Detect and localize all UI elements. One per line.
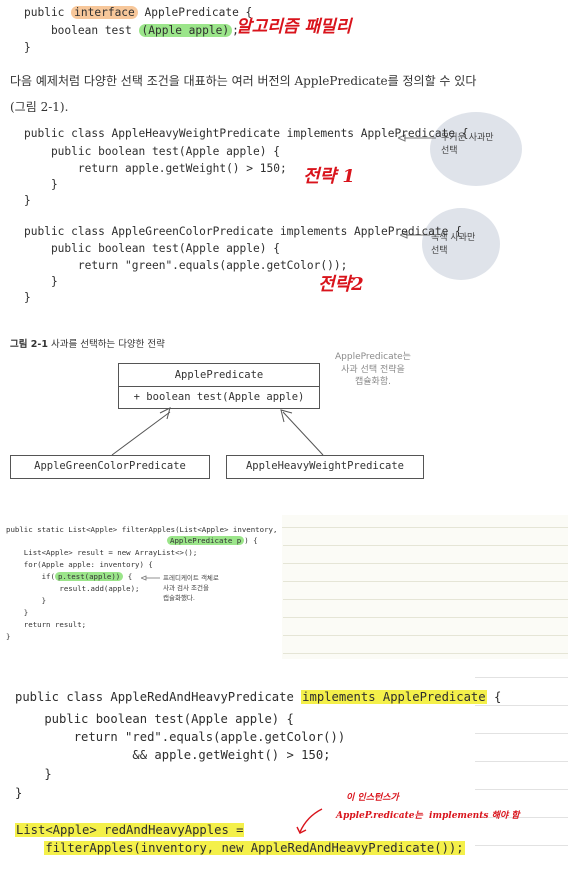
- interface-code-line3: }: [24, 41, 31, 54]
- code-line: public static List<Apple> filterApples(L…: [6, 525, 278, 534]
- uml-inheritance-arrows: [111, 407, 324, 456]
- interface-code-line1: public interface ApplePredicate {: [24, 6, 252, 19]
- assignment-highlight: List<Apple> redAndHeavyApples =: [15, 823, 245, 837]
- ruled-line: [283, 581, 568, 582]
- code-text: ) {: [244, 536, 258, 545]
- ruled-line: [283, 545, 568, 546]
- code-line: return apple.getWeight() > 150;: [24, 162, 287, 175]
- code-line: public boolean test(Apple apple) {: [24, 145, 280, 158]
- filter-call-highlight: filterApples(inventory, new AppleRedAndH…: [44, 841, 465, 855]
- code-line: }: [24, 194, 31, 207]
- uml-interface-box: ApplePredicate + boolean test(Apple appl…: [118, 363, 320, 409]
- parameter-highlight: (Apple apple): [138, 24, 233, 37]
- uml-interface-method: + boolean test(Apple apple): [133, 391, 305, 403]
- test-call-highlight: p.test(apple)): [54, 572, 124, 581]
- interface-keyword-highlight: interface: [71, 6, 138, 19]
- code-text: boolean test: [24, 24, 139, 37]
- ruled-line: [475, 845, 568, 846]
- code-text: {: [123, 572, 133, 581]
- figure-caption: 그림 2-1 사과를 선택하는 다양한 전략: [10, 336, 165, 350]
- uml-green-name: AppleGreenColorPredicate: [34, 460, 186, 472]
- ruled-line: [283, 563, 568, 564]
- code-line: List<Apple> result = new ArrayList<>();: [6, 548, 198, 557]
- code-line: }: [6, 596, 47, 605]
- code-line: return "red".equals(apple.getColor()): [15, 730, 346, 744]
- uml-interface-name: ApplePredicate: [119, 364, 319, 387]
- red-heavy-predicate-section: public class AppleRedAndHeavyPredicate i…: [0, 665, 568, 871]
- code-line: if(p.test(apple)) {: [6, 572, 132, 581]
- code-line: }: [15, 786, 23, 800]
- code-line: }: [6, 632, 11, 641]
- code-line: public boolean test(Apple apple) {: [15, 712, 294, 726]
- code-line: }: [24, 178, 58, 191]
- code-line: public class AppleHeavyWeightPredicate i…: [24, 127, 469, 140]
- note-heavy: 무거운 사과만 선택: [441, 133, 494, 156]
- ruled-line: [475, 761, 568, 762]
- code-line: && apple.getWeight() > 150;: [15, 748, 331, 762]
- code-line: public boolean test(Apple apple) {: [24, 242, 280, 255]
- uml-heavy-box: AppleHeavyWeightPredicate: [226, 455, 424, 479]
- figure-number: 그림 2-1: [10, 339, 48, 350]
- ruled-line: [283, 617, 568, 618]
- code-line: for(Apple apple: inventory) {: [6, 560, 153, 569]
- code-text: [15, 841, 44, 855]
- code-line: public class AppleRedAndHeavyPredicate i…: [15, 690, 501, 704]
- code-text: {: [486, 690, 502, 704]
- code-text: ;: [232, 24, 239, 37]
- ruled-line: [475, 789, 568, 790]
- code-text: public class AppleRedAndHeavyPredicate: [15, 690, 302, 704]
- arrow-icon: [398, 134, 436, 142]
- note-bubble-green: [422, 208, 500, 280]
- code-line: }: [24, 291, 31, 304]
- code-line: ApplePredicate p) {: [167, 536, 258, 545]
- code-line: }: [6, 608, 29, 617]
- implements-highlight: implements ApplePredicate: [301, 690, 487, 704]
- code-text: if(: [6, 572, 55, 581]
- code-text: ApplePredicate {: [137, 6, 253, 19]
- arrow-icon: [141, 575, 160, 581]
- uml-green-box: AppleGreenColorPredicate: [10, 455, 210, 479]
- paragraph-line1: 다음 예제처럼 다양한 선택 조건을 대표하는 여러 버전의 ApplePred…: [10, 74, 477, 88]
- code-line: result.add(apple);: [6, 584, 140, 593]
- ruled-line: [283, 599, 568, 600]
- code-line: List<Apple> redAndHeavyApples =: [15, 823, 245, 837]
- handwritten-implements-note: AppleP.redicate는 implements 해야 함: [336, 811, 520, 821]
- ruled-line: [475, 733, 568, 734]
- code-line: return result;: [6, 620, 87, 629]
- handwritten-arrow-icon: [296, 808, 323, 834]
- code-line: public class AppleGreenColorPredicate im…: [24, 225, 462, 238]
- ruled-line: [283, 653, 568, 654]
- handwritten-algorithm-family: 알고리즘 패밀리: [236, 17, 352, 37]
- paragraph-line2: (그림 2-1).: [10, 100, 69, 114]
- filter-apples-snippet: public static List<Apple> filterApples(L…: [0, 515, 568, 659]
- handwritten-strategy1: 전략 1: [303, 166, 355, 187]
- figure-caption-text: 사과를 선택하는 다양한 전략: [47, 339, 165, 350]
- arrow-icon: [400, 231, 430, 239]
- code-line: }: [24, 275, 58, 288]
- ruled-line: [475, 677, 568, 678]
- interface-code-line2: boolean test (Apple apple);: [24, 24, 239, 37]
- ruled-line: [475, 817, 568, 818]
- code-line: filterApples(inventory, new AppleRedAndH…: [15, 841, 465, 855]
- code-text: public: [24, 6, 72, 19]
- handwritten-strategy2: 전략2: [318, 274, 364, 295]
- ruled-line: [475, 705, 568, 706]
- code-line: return "green".equals(apple.getColor());: [24, 259, 348, 272]
- code-line: }: [15, 767, 52, 781]
- parameter-highlight: ApplePredicate p: [167, 536, 245, 545]
- note-encapsulate: ApplePredicate는 사과 선택 전략을 캡슐화함.: [335, 352, 411, 387]
- handwritten-instance-note: 이 인스턴스가: [346, 793, 399, 803]
- uml-heavy-name: AppleHeavyWeightPredicate: [245, 460, 405, 472]
- ruled-line: [283, 635, 568, 636]
- note-green: 녹색 사과만 선택: [431, 233, 476, 256]
- ruled-line: [280, 527, 568, 528]
- note-bubble-heavy: [430, 112, 522, 186]
- note-predicate: 프레디케이트 객체로 사과 검사 조건을 캡슐화했다.: [163, 574, 219, 602]
